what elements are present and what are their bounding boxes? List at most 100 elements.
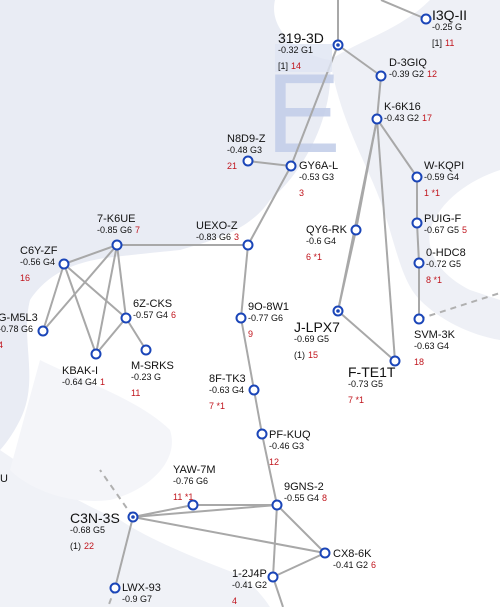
system-node-ring bbox=[248, 384, 260, 396]
system-info-blk: (1) bbox=[294, 350, 305, 360]
system-label-j-lpx7[interactable]: J-LPX7-0.69 G5(1)15 bbox=[294, 320, 340, 362]
system-name: K-6K16 bbox=[384, 101, 421, 113]
system-node-1-2j4p[interactable] bbox=[267, 571, 279, 583]
system-node-k-6k16[interactable] bbox=[371, 113, 383, 125]
system-node-6z-cks[interactable] bbox=[120, 312, 132, 324]
system-node-9o-8w1[interactable] bbox=[235, 312, 247, 324]
link-offmap-1 bbox=[380, 0, 427, 20]
security-status: -0.77 G6 bbox=[248, 313, 284, 323]
system-node-ring bbox=[411, 217, 423, 229]
link-qy6-rk-to-j-lpx7 bbox=[337, 229, 357, 312]
link-9gns-2-to-1-2j4p bbox=[272, 504, 278, 578]
system-node-ring bbox=[111, 239, 123, 251]
system-node-ring bbox=[411, 171, 423, 183]
system-name: W-KQPI bbox=[424, 160, 465, 172]
system-node-ring bbox=[37, 325, 49, 337]
security-status: -0.68 G5 bbox=[70, 525, 106, 535]
system-node-9gns-2[interactable] bbox=[271, 499, 283, 511]
system-node-7-k6ue[interactable] bbox=[111, 239, 123, 251]
system-node-w-kqpi[interactable] bbox=[411, 171, 423, 183]
system-node-n8d9-z[interactable] bbox=[242, 155, 254, 167]
system-info-blk: (1) bbox=[70, 541, 81, 551]
link-cx8-6k-to-1-2j4p bbox=[272, 552, 326, 578]
system-name: D-3GIQ bbox=[389, 57, 427, 69]
system-info-red: 3 bbox=[234, 232, 240, 242]
system-node-319-3d[interactable] bbox=[332, 39, 344, 51]
system-info-row: 9 bbox=[248, 325, 289, 341]
system-node-svm-3k[interactable] bbox=[413, 313, 425, 325]
security-status: -0.23 G bbox=[131, 372, 162, 382]
system-info-row: 16 bbox=[20, 269, 58, 285]
system-node-f-te1t[interactable] bbox=[389, 355, 401, 367]
system-node-8f-tk3[interactable] bbox=[248, 384, 260, 396]
system-node-kbak-i[interactable] bbox=[90, 348, 102, 360]
system-info-red: 6 bbox=[371, 560, 377, 570]
system-node-i3q-ii[interactable] bbox=[420, 13, 432, 25]
system-info-red: 4 bbox=[0, 340, 4, 350]
security-status: -0.76 G6 bbox=[173, 476, 209, 486]
system-label-c3n-3s[interactable]: C3N-3S-0.68 G5(1)22 bbox=[70, 511, 120, 553]
system-node-ring bbox=[420, 13, 432, 25]
edge-fragment-label: U bbox=[0, 473, 8, 485]
system-node-gy6a-l[interactable] bbox=[285, 160, 297, 172]
system-node-puig-f[interactable] bbox=[411, 217, 423, 229]
system-node-d-3giq[interactable] bbox=[375, 70, 387, 82]
system-info-red: 22 bbox=[84, 541, 95, 551]
system-node-c3n-3s[interactable] bbox=[127, 511, 139, 523]
system-node-yaw-7m[interactable] bbox=[187, 499, 199, 511]
system-node-pf-kuq[interactable] bbox=[256, 428, 268, 440]
system-node-qy6-rk[interactable] bbox=[350, 224, 362, 236]
system-label-lwx-93[interactable]: LWX-93-0.9 G7 bbox=[122, 583, 161, 604]
system-info-red: 8 *1 bbox=[426, 275, 443, 285]
system-label-i3q-ii[interactable]: I3Q-II-0.25 G[1]11 bbox=[432, 8, 467, 50]
system-node-c6y-zf[interactable] bbox=[58, 258, 70, 270]
system-info-red: 7 *1 bbox=[348, 395, 365, 405]
system-name: I3Q-II bbox=[432, 7, 468, 23]
system-node-cx8-6k[interactable] bbox=[319, 547, 331, 559]
system-info-red: 16 bbox=[20, 273, 31, 283]
system-label-319-3d[interactable]: 319-3D-0.32 G1[1]14 bbox=[278, 31, 324, 73]
system-info-blk: [1] bbox=[278, 61, 289, 71]
system-node-0-hdc8[interactable] bbox=[413, 257, 425, 269]
system-info-row: 3 bbox=[299, 184, 338, 200]
system-node-m-srks[interactable] bbox=[140, 344, 152, 356]
link-j-lpx7-to-f-te1t bbox=[337, 310, 396, 362]
system-node-j-lpx7[interactable] bbox=[332, 305, 344, 317]
system-info-row: 7 *1 bbox=[348, 391, 395, 407]
system-node-ring bbox=[256, 428, 268, 440]
system-node-uexo-z[interactable] bbox=[242, 239, 254, 251]
system-node-g-m5l3[interactable] bbox=[37, 325, 49, 337]
station-dot-icon bbox=[336, 309, 340, 313]
system-node-lwx-93[interactable] bbox=[109, 582, 121, 594]
security-status: -0.69 G5 bbox=[294, 334, 330, 344]
security-status: -0.73 G5 bbox=[348, 379, 384, 389]
